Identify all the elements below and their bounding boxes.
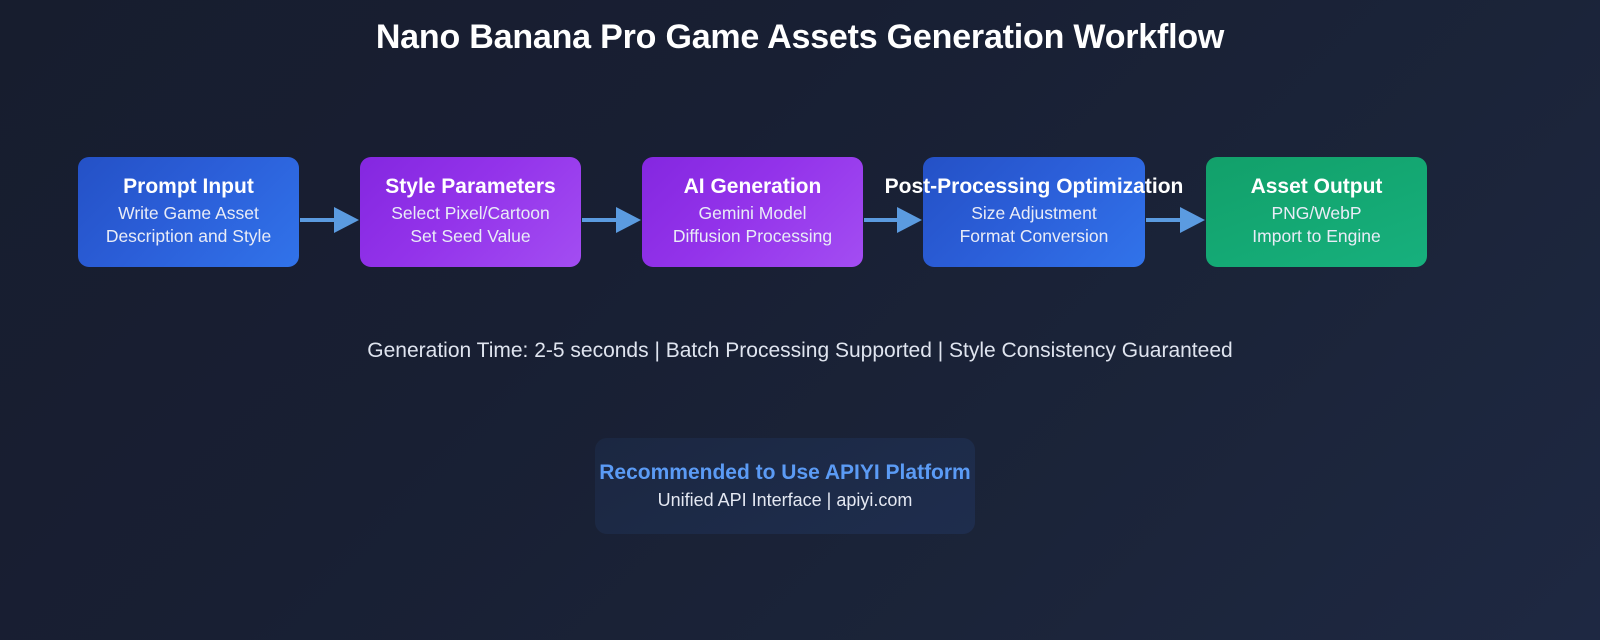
flow-node-title: Prompt Input: [123, 175, 254, 199]
arrow-head-icon: [334, 207, 359, 233]
flow-node-subtitle-line2: Set Seed Value: [410, 225, 531, 246]
flow-node-subtitle-line2: Format Conversion: [959, 225, 1109, 246]
flow-node-title: Post-Processing Optimization: [884, 175, 1184, 199]
flow-node-title: Asset Output: [1250, 175, 1383, 199]
arrow-connector-3: [864, 204, 923, 236]
status-line: Generation Time: 2-5 seconds | Batch Pro…: [367, 339, 1233, 362]
recommendation-subtitle: Unified API Interface | apiyi.com: [657, 490, 913, 511]
arrow-connector-4: [1146, 204, 1206, 236]
flow-node-title: Style Parameters: [385, 175, 556, 199]
flow-node-subtitle-line1: Size Adjustment: [971, 202, 1097, 223]
flow-node-prompt-input[interactable]: Prompt Input Write Game Asset Descriptio…: [78, 157, 299, 267]
flow-node-subtitle-line1: PNG/WebP: [1271, 202, 1362, 223]
arrow-head-icon: [897, 207, 922, 233]
flow-node-subtitle-line2: Description and Style: [105, 225, 272, 246]
flow-node-subtitle-line2: Import to Engine: [1252, 225, 1381, 246]
flow-node-title: AI Generation: [683, 175, 822, 199]
arrow-shaft: [864, 218, 899, 222]
arrow-head-icon: [616, 207, 641, 233]
recommendation-panel[interactable]: Recommended to Use APIYI Platform Unifie…: [595, 438, 975, 534]
flow-node-post-processing-optimization[interactable]: Post-Processing Optimization Size Adjust…: [885, 157, 1183, 267]
arrow-shaft: [582, 218, 618, 222]
workflow-steps: Prompt Input Write Game Asset Descriptio…: [0, 157, 1600, 269]
arrow-connector-2: [582, 204, 642, 236]
flow-node-ai-generation[interactable]: AI Generation Gemini Model Diffusion Pro…: [642, 157, 863, 267]
flow-node-subtitle-line1: Gemini Model: [698, 202, 807, 223]
arrow-shaft: [300, 218, 336, 222]
arrow-connector-1: [300, 204, 360, 236]
flow-node-asset-output[interactable]: Asset Output PNG/WebP Import to Engine: [1206, 157, 1427, 267]
flow-node-subtitle-line1: Select Pixel/Cartoon: [391, 202, 550, 223]
arrow-head-icon: [1180, 207, 1205, 233]
page-title: Nano Banana Pro Game Assets Generation W…: [375, 18, 1225, 56]
flow-node-style-parameters[interactable]: Style Parameters Select Pixel/Cartoon Se…: [360, 157, 581, 267]
flow-node-subtitle-line2: Diffusion Processing: [672, 225, 833, 246]
recommendation-title: Recommended to Use APIYI Platform: [599, 461, 971, 485]
flow-node-subtitle-line1: Write Game Asset: [118, 202, 259, 223]
arrow-shaft: [1146, 218, 1182, 222]
